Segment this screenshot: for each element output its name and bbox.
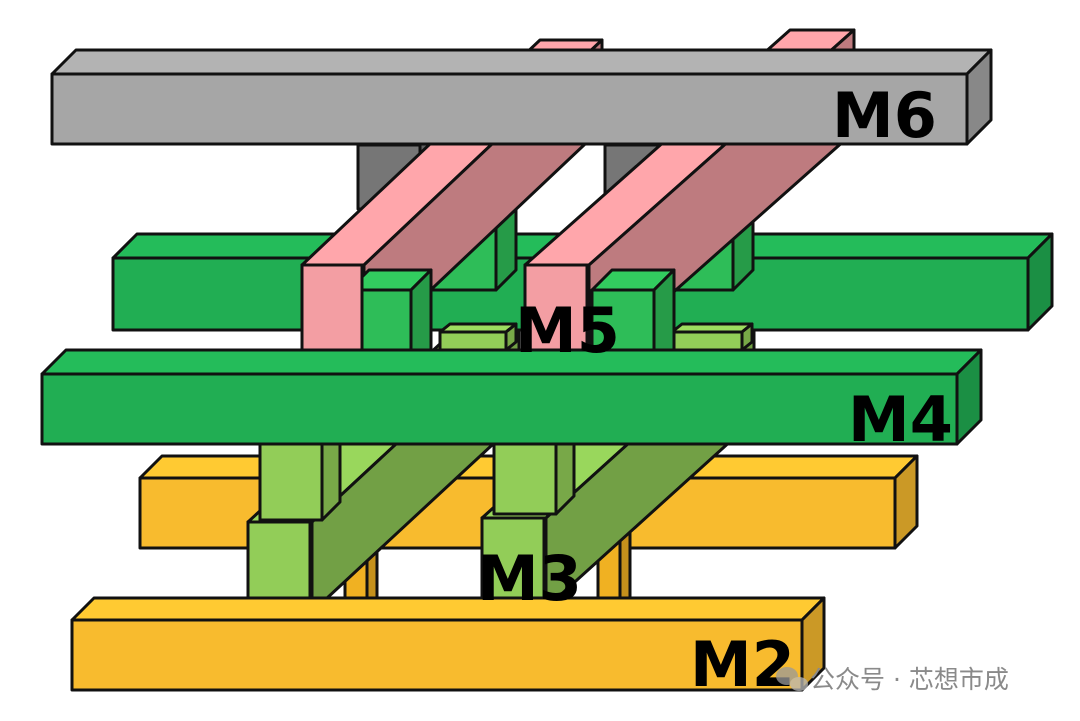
m3-pad-right bbox=[670, 322, 754, 352]
via34-right-front bbox=[492, 440, 558, 516]
m3-end-right-front bbox=[480, 516, 546, 608]
m6-top-bar bbox=[50, 48, 993, 146]
m2-front-bar-top bbox=[70, 596, 826, 622]
m4-front-bar-front bbox=[40, 372, 959, 446]
m4-front-bar bbox=[40, 348, 983, 446]
m6-top-bar-front bbox=[50, 72, 969, 146]
m4-front-bar-top bbox=[40, 348, 983, 376]
via34-left-front bbox=[258, 440, 324, 522]
m3-pad-left bbox=[438, 322, 518, 352]
m6-top-bar-top bbox=[50, 48, 993, 76]
m3-pad-right-front bbox=[670, 330, 744, 352]
m3-pad-left-front bbox=[438, 330, 508, 352]
m3-end-right bbox=[480, 516, 546, 608]
m2-front-bar-front bbox=[70, 618, 804, 692]
m2-front-bar bbox=[70, 596, 826, 692]
m5-end-left-front bbox=[300, 263, 364, 355]
m5-end-left bbox=[300, 263, 364, 355]
